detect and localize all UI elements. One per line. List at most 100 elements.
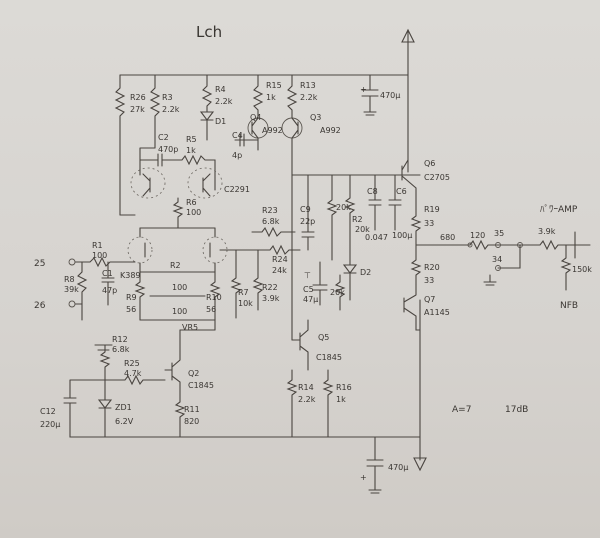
svg-text:R24: R24 [272, 255, 288, 264]
transistor-pair-C2291: C2291 [130, 167, 250, 199]
resistor-R150k: 150k NFB [560, 244, 592, 311]
transistor-Q5: Q5 C1845 [291, 319, 342, 371]
gain-db-note: 17dB [505, 405, 528, 415]
input-26: 26 [34, 300, 83, 311]
svg-text:R13: R13 [300, 81, 316, 90]
resistor-R9: R9 56 [126, 262, 146, 321]
svg-text:100: 100 [186, 208, 201, 217]
capacitor-C1: C1 47p [101, 261, 117, 306]
resistor-R26: R26 27k [114, 74, 146, 216]
svg-text:2.2k: 2.2k [300, 93, 318, 102]
diode-D2: D2 [342, 239, 371, 301]
svg-text:R12: R12 [112, 335, 128, 344]
zener-ZD1: ZD1 6.2V [97, 379, 134, 438]
svg-text:56: 56 [126, 305, 136, 314]
svg-text:⊤: ⊤ [304, 271, 311, 280]
svg-text:39k: 39k [64, 285, 79, 294]
resistor-R15: R15 1k [252, 74, 282, 119]
svg-text:100: 100 [92, 251, 107, 260]
svg-text:R26: R26 [130, 93, 146, 102]
channel-title: Lch [196, 23, 222, 41]
svg-text:6.2V: 6.2V [115, 417, 134, 426]
svg-text:ﾊﾟﾜｰAMP: ﾊﾟﾜｰAMP [540, 204, 578, 215]
resistor-R23: R23 6.8k [251, 206, 296, 238]
svg-text:R5: R5 [186, 135, 197, 144]
stage-wires [119, 147, 216, 238]
bottom-power-capacitor: 470μ + [360, 436, 408, 494]
svg-text:1k: 1k [336, 395, 346, 404]
resistor-R3: R3 2.2k [149, 74, 180, 149]
svg-text:R3: R3 [162, 93, 173, 102]
top-power-capacitor: 470μ + [360, 74, 400, 116]
svg-text:NFB: NFB [560, 301, 578, 311]
svg-text:C9: C9 [300, 205, 311, 214]
input-25: 25 R1 100 [34, 241, 136, 269]
svg-text:25: 25 [34, 259, 45, 269]
svg-text:VR5: VR5 [182, 323, 198, 332]
svg-text:20k: 20k [336, 203, 351, 212]
transistor-Q3: Q3 A992 [281, 113, 341, 176]
resistor-R18: 20k [326, 174, 351, 261]
svg-text:R15: R15 [266, 81, 282, 90]
resistor-R2-bias: R2 20k [344, 174, 370, 241]
svg-text:47p: 47p [102, 286, 117, 295]
svg-text:ZD1: ZD1 [115, 403, 132, 412]
svg-text:C12: C12 [40, 407, 56, 416]
svg-text:4p: 4p [232, 151, 242, 160]
svg-text:4.7k: 4.7k [124, 369, 142, 378]
resistor-R13: R13 2.2k [286, 74, 318, 119]
svg-text:26: 26 [34, 301, 46, 311]
svg-text:C8: C8 [367, 187, 378, 196]
svg-text:100μ: 100μ [392, 231, 412, 240]
svg-text:D1: D1 [215, 117, 226, 126]
resistor-R10: R10 56 [206, 262, 222, 321]
svg-text:R1: R1 [92, 241, 103, 250]
svg-text:20k: 20k [330, 288, 345, 297]
svg-text:R14: R14 [298, 383, 314, 392]
output-network: 680 120 35 3.9k ﾊﾟﾜｰAMP 34 [415, 204, 591, 286]
svg-text:R4: R4 [215, 85, 226, 94]
svg-text:0.047: 0.047 [365, 233, 388, 242]
resistor-R11: R11 820 [174, 394, 200, 438]
resistor-R7: R7 10k [230, 254, 253, 311]
vcc-arrow-icon [401, 28, 415, 43]
svg-text:220μ: 220μ [40, 420, 60, 429]
svg-text:22p: 22p [300, 217, 315, 226]
svg-text:35: 35 [494, 229, 504, 238]
svg-text:C2: C2 [158, 133, 169, 142]
svg-text:470μ: 470μ [380, 91, 400, 100]
resistor-R5: R5 1k [174, 135, 216, 179]
svg-text:C1: C1 [102, 269, 113, 278]
svg-text:C1845: C1845 [316, 353, 342, 362]
svg-text:6.8k: 6.8k [112, 345, 130, 354]
svg-text:3.9k: 3.9k [538, 227, 556, 236]
svg-text:R9: R9 [126, 293, 137, 302]
svg-text:R8: R8 [64, 275, 75, 284]
svg-text:+: + [360, 473, 367, 482]
svg-text:A992: A992 [320, 126, 341, 135]
resistor-R16: R16 1k [322, 369, 352, 438]
output-tap-wire [497, 244, 521, 269]
resistor-R20: R20 33 [410, 244, 440, 286]
svg-text:D2: D2 [360, 268, 371, 277]
diode-D1-icon [199, 111, 215, 121]
svg-text:1k: 1k [266, 93, 276, 102]
svg-text:R7: R7 [238, 288, 249, 297]
svg-text:R16: R16 [336, 383, 352, 392]
transistor-Q6: Q6 C2705 [401, 159, 450, 211]
capacitor-C12: C12 220μ [40, 379, 141, 438]
svg-text:R20: R20 [424, 263, 440, 272]
svg-text:C1845: C1845 [188, 381, 214, 390]
svg-text:33: 33 [424, 219, 434, 228]
resistor-R8: R8 39k [64, 261, 88, 321]
svg-text:+: + [360, 85, 367, 94]
svg-text:Q4: Q4 [250, 113, 261, 122]
svg-text:C5: C5 [303, 285, 314, 294]
resistor-R22: R22 3.9k [252, 249, 280, 311]
svg-text:Q2: Q2 [188, 369, 199, 378]
transistor-Q4: Q4 A992 [247, 113, 283, 151]
resistor-R19: R19 33 [410, 205, 440, 246]
svg-text:34: 34 [492, 255, 502, 264]
svg-text:27k: 27k [130, 105, 145, 114]
